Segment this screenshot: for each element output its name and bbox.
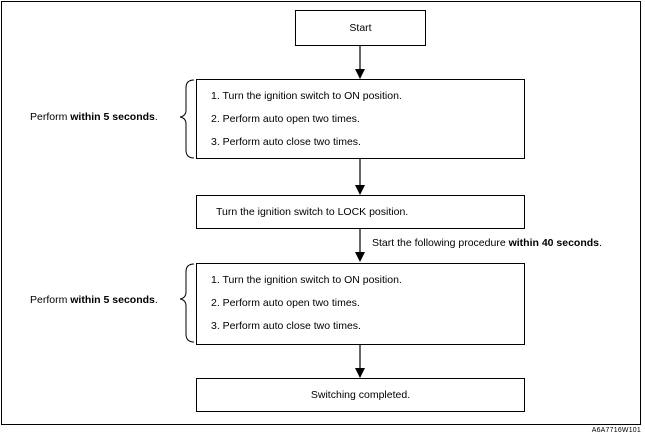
procedure-block-1: 1. Turn the ignition switch to ON positi… <box>196 79 525 159</box>
block2-step-1: 1. Turn the ignition switch to ON positi… <box>211 274 402 286</box>
block1-step-1: 1. Turn the ignition switch to ON positi… <box>211 90 402 102</box>
end-box: Switching completed. <box>196 378 525 412</box>
block1-step-2: 2. Perform auto open two times. <box>211 113 360 125</box>
time-limit-note: Start the following procedure within 40 … <box>372 237 602 249</box>
timing-label-1: Perform within 5 seconds. <box>30 111 158 123</box>
timing-label-2: Perform within 5 seconds. <box>30 294 158 306</box>
procedure-block-2: 1. Turn the ignition switch to ON positi… <box>196 263 525 345</box>
bracket-block1 <box>179 79 195 159</box>
lock-label: Turn the ignition switch to LOCK positio… <box>216 206 409 218</box>
start-label: Start <box>349 22 372 34</box>
block2-step-2: 2. Perform auto open two times. <box>211 297 360 309</box>
end-label: Switching completed. <box>310 389 411 401</box>
figure-id: A6A7716W101 <box>591 427 641 434</box>
lock-box: Turn the ignition switch to LOCK positio… <box>196 195 525 229</box>
block1-step-3: 3. Perform auto close two times. <box>211 136 361 148</box>
start-box: Start <box>295 10 426 46</box>
diagram-frame <box>1 1 641 425</box>
bracket-block2 <box>179 263 195 343</box>
block2-step-3: 3. Perform auto close two times. <box>211 320 361 332</box>
